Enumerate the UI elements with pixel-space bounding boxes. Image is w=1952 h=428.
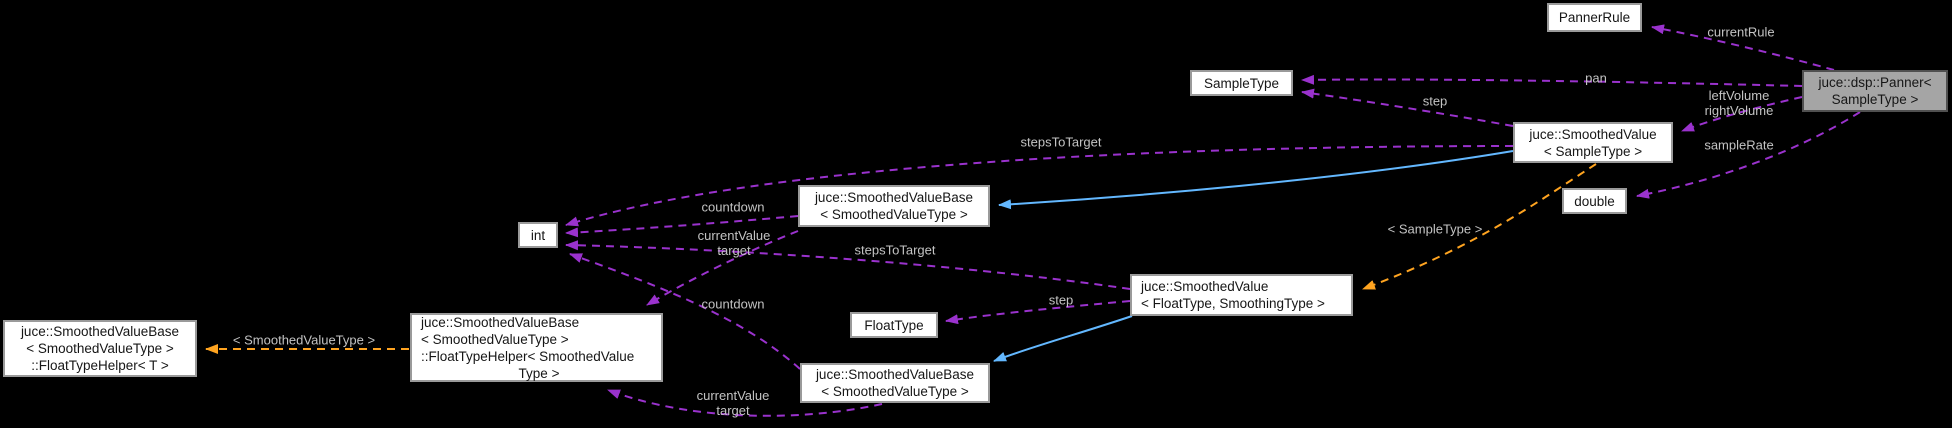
edge-current-rule — [1651, 24, 1835, 71]
node-label: juce::SmoothedValueBase — [814, 190, 974, 205]
edge-countdown-bottom — [569, 253, 801, 370]
node-smoothed-value-float-type[interactable]: juce::SmoothedValue < FloatType, Smoothi… — [1130, 274, 1353, 316]
edge-label-pan: pan — [1585, 70, 1607, 86]
edge-label-sample-rate: sampleRate — [1704, 137, 1774, 153]
node-smoothed-value-base-bottom[interactable]: juce::SmoothedValueBase < SmoothedValueT… — [800, 363, 990, 403]
node-float-type-helper-t[interactable]: juce::SmoothedValueBase < SmoothedValueT… — [3, 320, 197, 377]
node-label: juce::SmoothedValueBase — [421, 314, 580, 330]
node-label: < SmoothedValueType > — [421, 331, 569, 347]
node-panner-selected[interactable]: juce::dsp::Panner< SampleType > — [1802, 70, 1948, 112]
node-label: juce::SmoothedValue — [1141, 279, 1269, 294]
edge-label-current-value-target-top: currentValue target — [697, 228, 771, 258]
node-label: PannerRule — [1558, 10, 1631, 25]
node-label: < FloatType, SmoothingType > — [1141, 296, 1325, 311]
node-label: ::FloatTypeHelper< T > — [31, 358, 169, 373]
edge-label-template-args-smoothed-value-type: < SmoothedValueType > — [232, 332, 376, 348]
node-label: Type > — [518, 365, 560, 381]
node-smoothed-value-base-top[interactable]: juce::SmoothedValueBase < SmoothedValueT… — [798, 185, 990, 227]
edge-label-countdown-top: countdown — [701, 199, 765, 215]
edge-inheritance-floattype — [993, 315, 1133, 362]
node-label: < SmoothedValueType > — [26, 341, 174, 356]
node-float-type-helper-svt[interactable]: juce::SmoothedValueBase < SmoothedValueT… — [410, 313, 663, 382]
edge-label-step-top: step — [1422, 93, 1448, 109]
edge-label-template-args-sample-type: < SampleType > — [1387, 221, 1483, 237]
node-label: juce::dsp::Panner< — [1818, 75, 1932, 90]
node-label: < SmoothedValueType > — [821, 384, 969, 399]
node-label: double — [1574, 193, 1615, 209]
edge-label-current-value-target-bottom: currentValue target — [696, 388, 770, 418]
edge-sample-rate — [1636, 111, 1861, 199]
edge-label-current-rule: currentRule — [1707, 24, 1775, 40]
edge-countdown-top — [565, 215, 799, 238]
node-smoothed-value-sample-type[interactable]: juce::SmoothedValue < SampleType > — [1513, 122, 1673, 163]
edge-current-value-target-bottom — [607, 389, 883, 417]
node-label: ::FloatTypeHelper< SmoothedValue — [421, 348, 635, 364]
edge-step-bottom — [945, 300, 1131, 325]
node-panner-rule[interactable]: PannerRule — [1547, 3, 1642, 32]
node-label: int — [530, 227, 546, 243]
node-float-type[interactable]: FloatType — [850, 312, 938, 338]
edge-label-step-bottom: step — [1048, 292, 1074, 308]
edge-left-right-volume — [1681, 96, 1803, 132]
node-label: SampleType > — [1831, 92, 1919, 107]
node-label: SampleType — [1203, 75, 1280, 91]
node-double[interactable]: double — [1562, 188, 1627, 214]
edge-label-steps-to-target-top: stepsToTarget — [1020, 134, 1102, 150]
node-int[interactable]: int — [518, 222, 558, 248]
node-label: < SmoothedValueType > — [820, 207, 968, 222]
edge-current-value-target-top — [646, 230, 799, 306]
edge-steps-to-target-top — [565, 145, 1514, 227]
edge-label-countdown-bottom: countdown — [701, 296, 765, 312]
edge-steps-to-target-bottom — [565, 240, 1131, 290]
node-label: juce::SmoothedValueBase — [815, 367, 975, 382]
edge-inheritance-sampletype — [998, 150, 1514, 210]
node-label: FloatType — [864, 317, 924, 333]
edge-label-left-right-volume: leftVolume rightVolume — [1704, 88, 1774, 118]
node-label: juce::SmoothedValue — [1529, 126, 1657, 142]
node-label: juce::SmoothedValueBase — [20, 324, 180, 339]
edge-step-top — [1301, 88, 1514, 127]
node-label: < SampleType > — [1543, 143, 1643, 159]
node-sample-type[interactable]: SampleType — [1190, 70, 1293, 96]
edge-pan — [1301, 74, 1803, 87]
edge-label-steps-to-target-bottom: stepsToTarget — [854, 242, 936, 258]
